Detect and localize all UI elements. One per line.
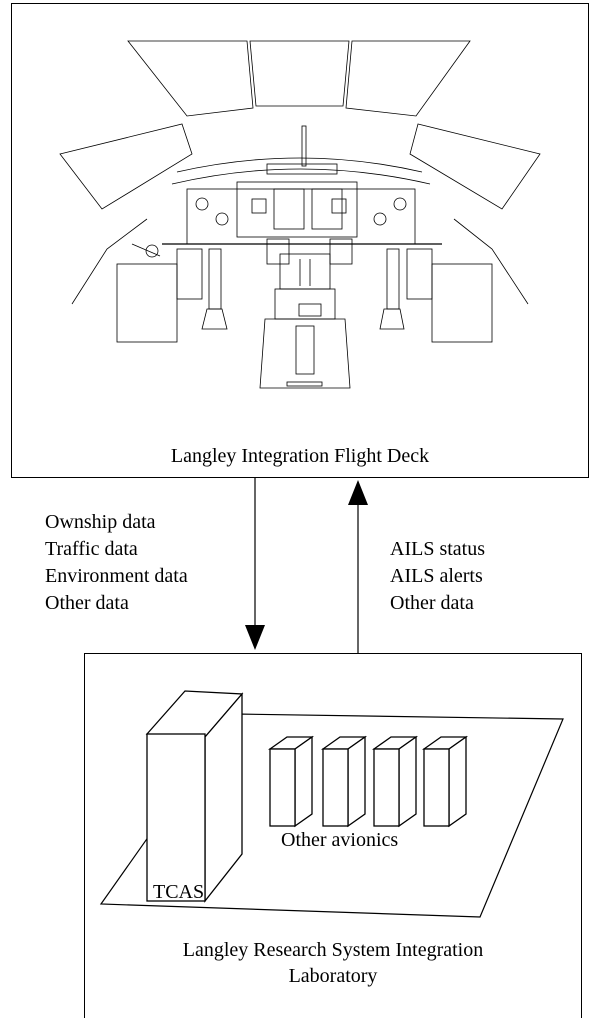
traffic-data-label: Traffic data [45,538,138,560]
ails-alerts-label: AILS alerts [390,565,483,587]
platform [99,713,564,918]
left-side-window [59,123,193,210]
avionics-box-3 [371,735,419,828]
flight-deck-box: Langley Integration Flight Deck [11,3,589,478]
other-data-down-label: Other data [45,592,129,614]
lab-label-line2: Laboratory [288,965,378,987]
tcas-label: TCAS [153,881,205,903]
left-window-upper [127,40,254,117]
cockpit-drawing [59,40,541,389]
up-arrow-head [348,480,368,505]
flight-deck-label: Langley Integration Flight Deck [170,445,430,467]
avionics-box-4 [421,735,469,828]
right-window-upper [345,40,471,117]
tcas-box-front [146,733,206,902]
lab-equipment-drawing [99,690,564,918]
avionics-box-1 [267,735,315,828]
other-data-up-label: Other data [390,592,474,614]
lab-label-line1: Langley Research System Integration [182,939,484,961]
down-arrow-head [245,625,265,650]
right-side-window [409,123,541,210]
research-lab-box: Other avionics TCAS Langley Research Sys… [84,653,582,1018]
ails-status-label: AILS status [390,538,485,560]
environment-data-label: Environment data [45,565,188,587]
other-avionics-label: Other avionics [281,829,399,851]
avionics-box-2 [320,735,368,828]
ownship-data-label: Ownship data [45,511,156,533]
center-window [249,40,350,107]
